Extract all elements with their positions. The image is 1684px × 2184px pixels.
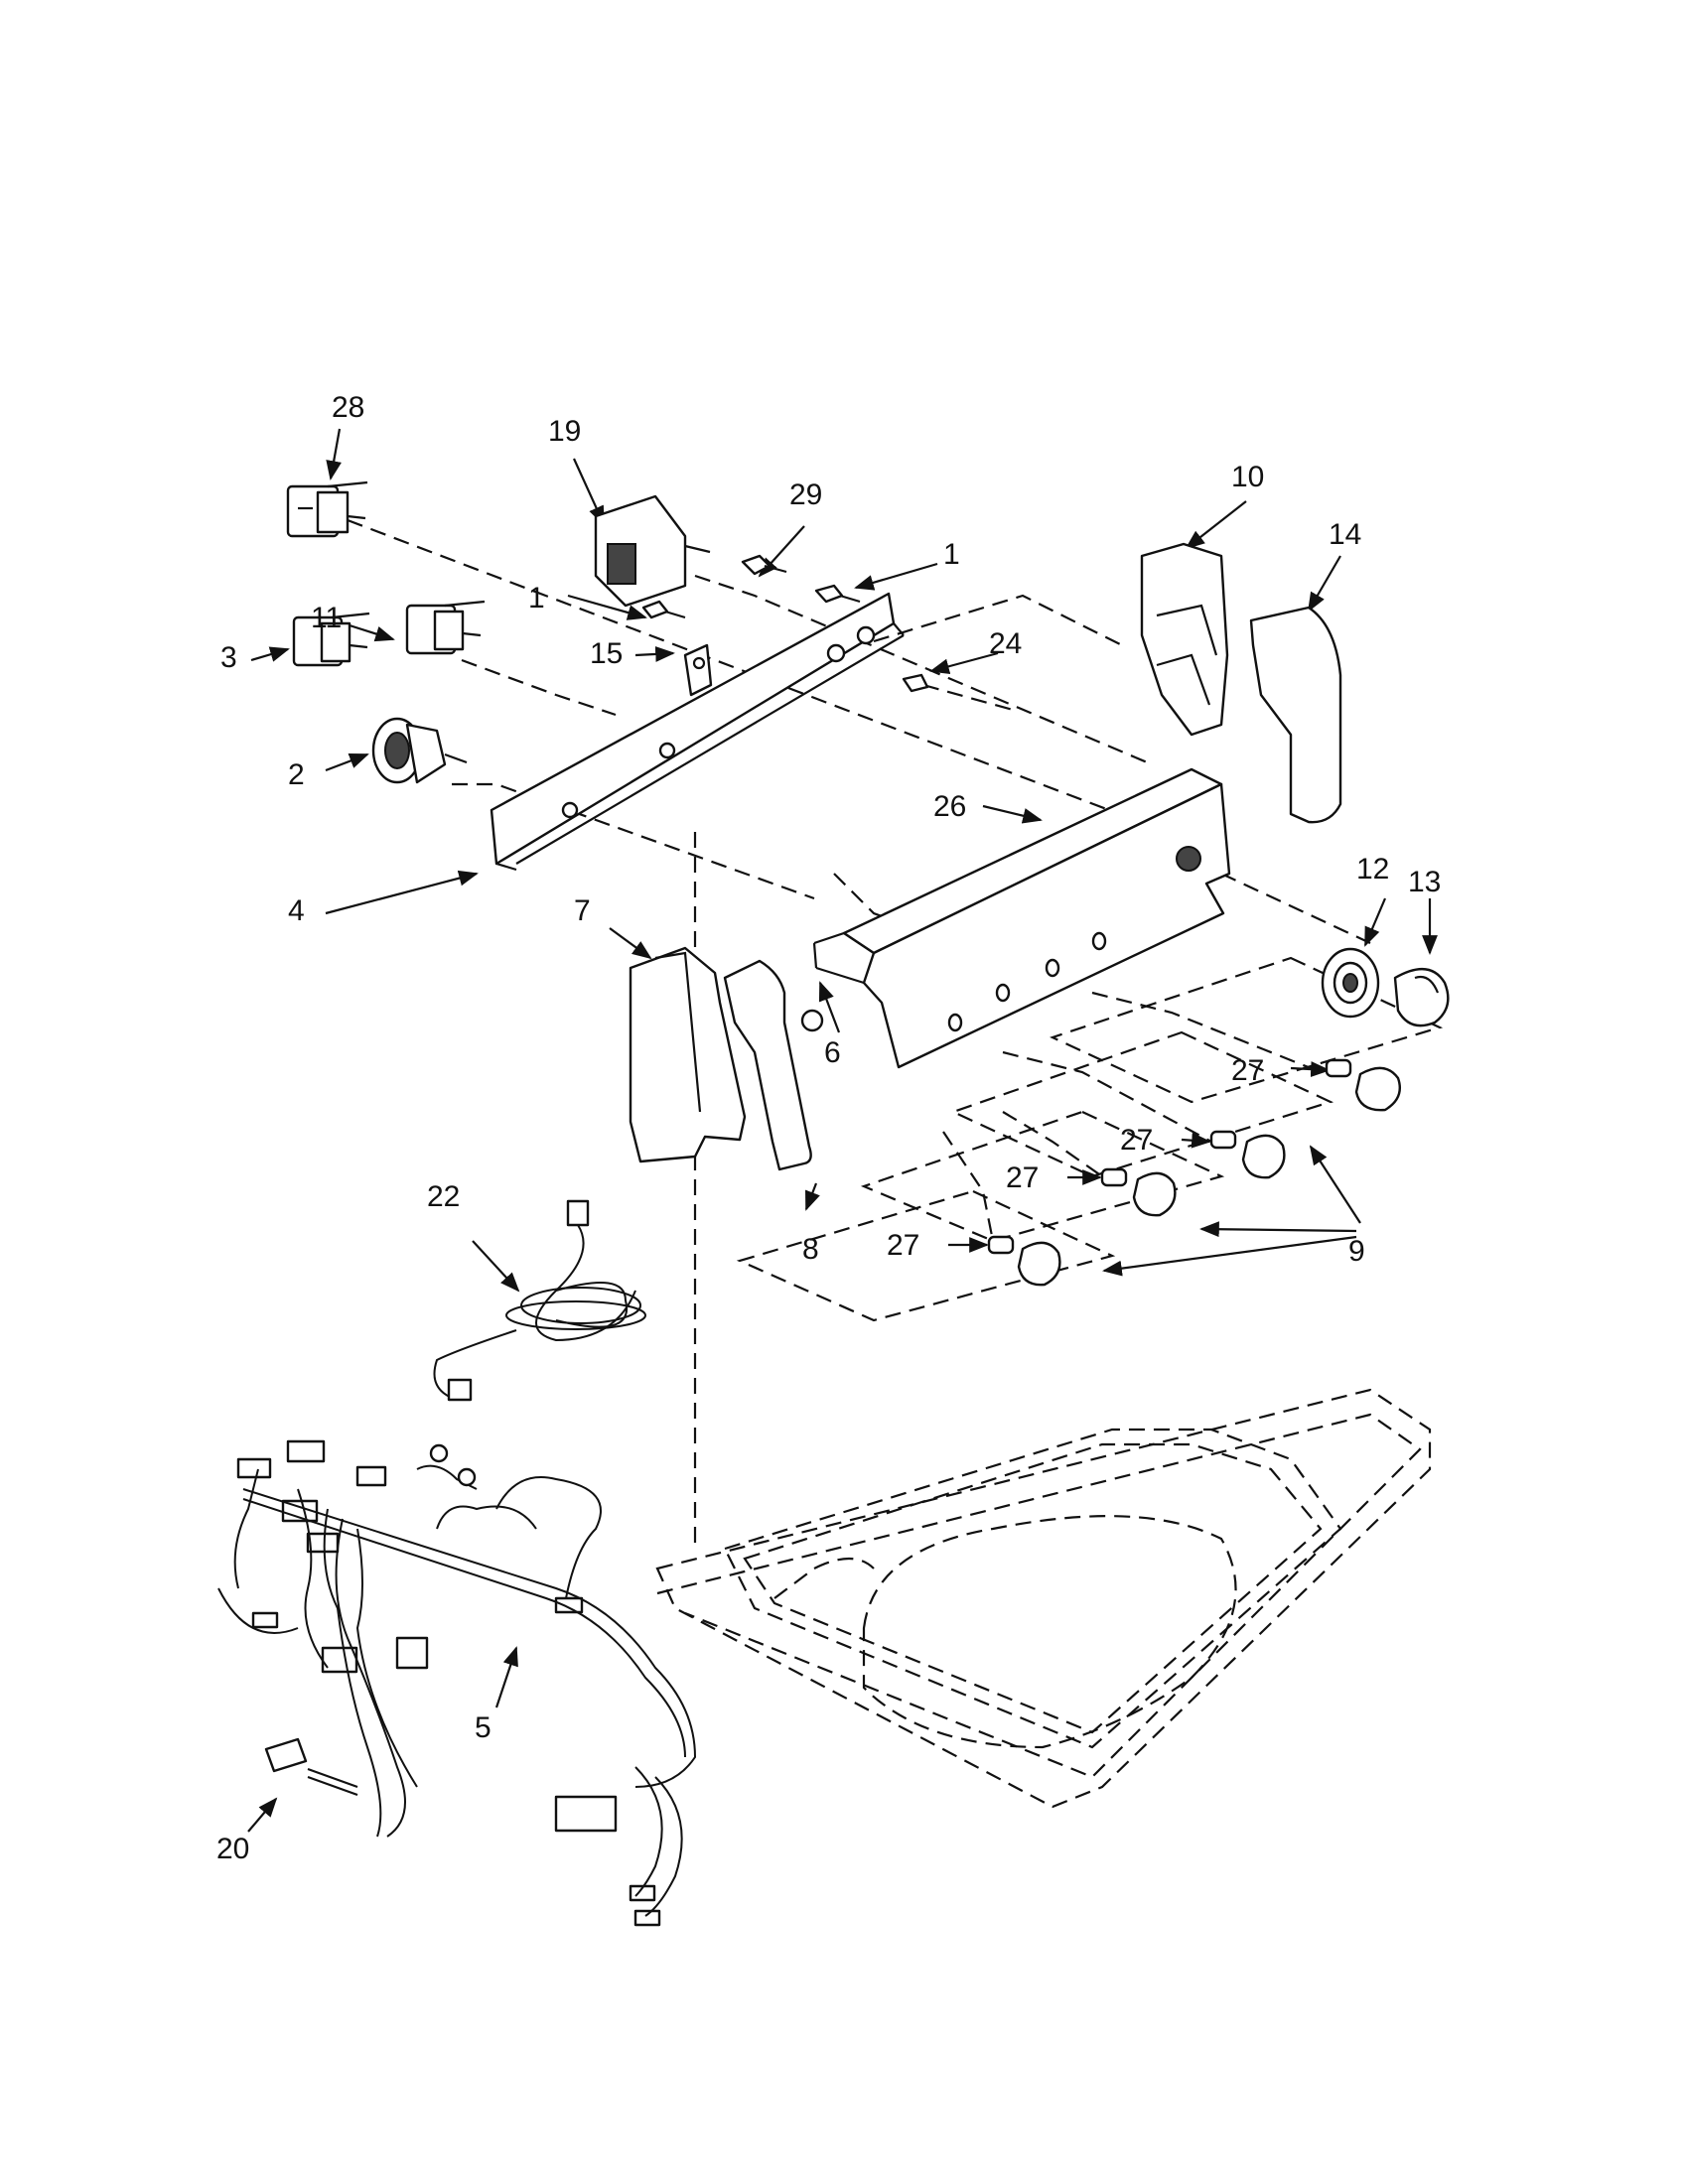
switch-11	[405, 600, 486, 655]
label-26: 26	[933, 790, 966, 823]
label-6: 6	[824, 1036, 841, 1069]
label-7: 7	[574, 894, 591, 927]
lid-switch-19	[594, 494, 711, 608]
console-bracket-4	[490, 592, 905, 872]
label-1b: 1	[528, 582, 545, 614]
label-3: 3	[220, 641, 237, 674]
assembly-lines	[347, 518, 1371, 1549]
label-19: 19	[548, 415, 581, 448]
label-27d: 27	[887, 1229, 919, 1262]
label-20: 20	[216, 1833, 249, 1865]
end-cap-8	[723, 959, 812, 1171]
leader-arrows	[247, 428, 1438, 1833]
label-1a: 1	[943, 538, 960, 571]
label-15: 15	[590, 637, 623, 670]
label-22: 22	[427, 1180, 460, 1213]
label-2: 2	[288, 758, 305, 791]
bezel-12	[1321, 947, 1380, 1019]
end-cap-7	[629, 946, 747, 1163]
label-5: 5	[475, 1711, 491, 1744]
label-29: 29	[789, 478, 822, 511]
label-28: 28	[332, 391, 364, 424]
label-24: 24	[989, 627, 1022, 660]
label-4: 4	[288, 894, 305, 927]
wire-harness-5	[217, 1439, 697, 1927]
knob-13	[1393, 968, 1450, 1027]
cabinet-top-outline	[655, 1388, 1432, 1809]
label-10: 10	[1231, 461, 1264, 493]
console-panel-26	[812, 767, 1231, 1069]
label-12: 12	[1356, 853, 1389, 886]
label-27a: 27	[1231, 1054, 1264, 1087]
label-9: 9	[1348, 1235, 1365, 1268]
switch-28	[286, 480, 368, 538]
timer-2	[371, 717, 468, 784]
label-27c: 27	[1006, 1161, 1039, 1194]
switch-3	[292, 612, 370, 667]
end-cap-10	[1140, 542, 1229, 737]
label-11: 11	[311, 602, 342, 634]
knob-zones	[736, 956, 1444, 1322]
end-cap-14	[1249, 606, 1342, 824]
label-27b: 27	[1120, 1124, 1153, 1157]
part-20	[264, 1737, 358, 1797]
knob-set-27	[987, 1058, 1402, 1287]
screws	[641, 554, 929, 693]
part-labels: 28 19 29 1 1 10 14 11 3 15 24 2 26 4 7 1…	[216, 391, 1441, 1865]
clip-15	[683, 643, 713, 697]
power-cord-22	[433, 1199, 646, 1402]
label-13: 13	[1408, 866, 1441, 898]
screw-6	[800, 1009, 824, 1032]
label-8: 8	[802, 1233, 819, 1266]
label-14: 14	[1329, 518, 1361, 551]
